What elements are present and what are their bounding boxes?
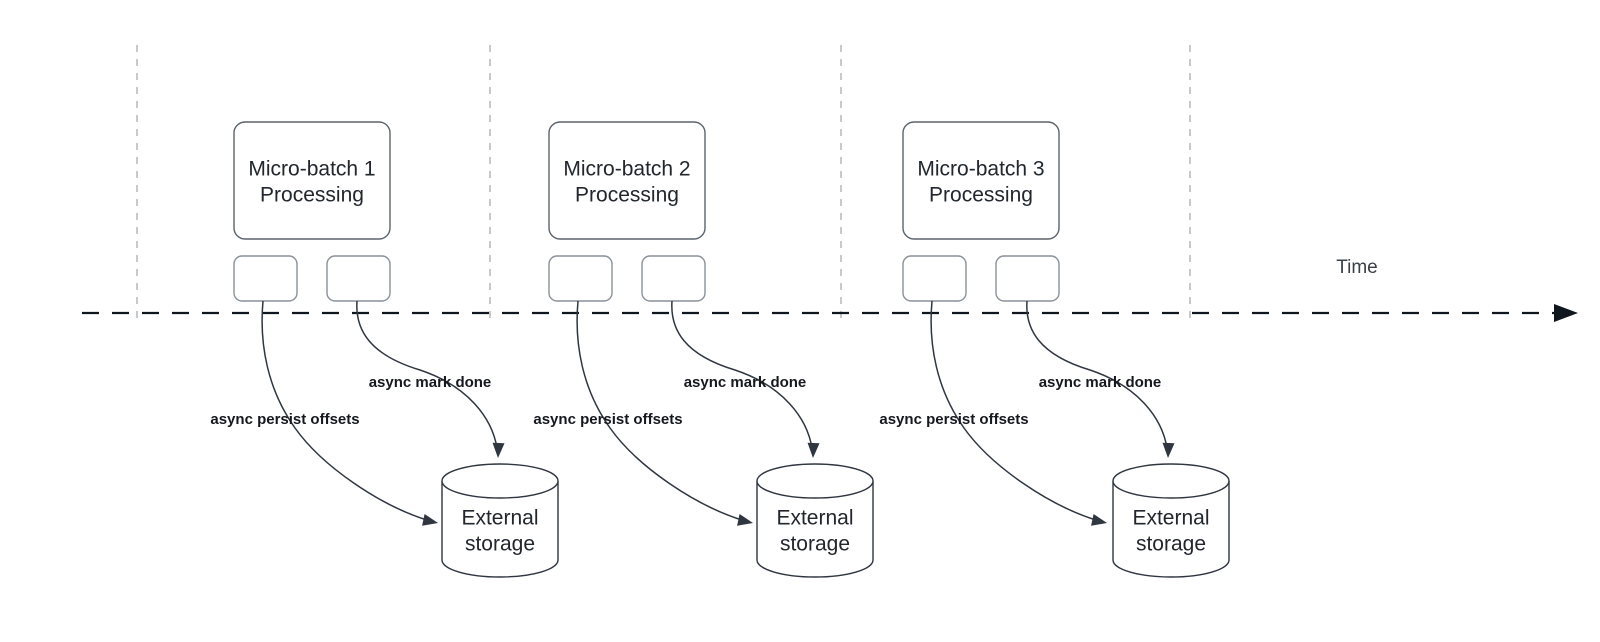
task-box-2-1[interactable] xyxy=(548,255,613,302)
storage-cylinder-body-1 xyxy=(441,481,559,578)
tick-line-group xyxy=(136,45,1191,322)
micro-batch-label-line1-2: Micro-batch 2 xyxy=(563,158,690,181)
storage-cylinder-body-3 xyxy=(1112,481,1230,578)
storage-label-line1-1: External xyxy=(461,507,538,530)
time-axis: Time xyxy=(82,257,1578,322)
task-box-2-2[interactable] xyxy=(641,255,706,302)
persist-offsets-2-arrowhead xyxy=(737,514,753,526)
storage-cylinder-body-2 xyxy=(756,481,874,578)
mark-done-3-arrowhead xyxy=(1162,442,1175,458)
task-box-1-2[interactable] xyxy=(326,255,391,302)
mark-done-1-label: async mark done xyxy=(369,374,492,391)
micro-batch-box-2[interactable] xyxy=(548,121,706,240)
persist-offsets-2-curve xyxy=(576,300,746,522)
persist-offsets-3-curve xyxy=(930,300,1100,522)
time-axis-arrowhead xyxy=(1554,304,1578,322)
persist-offsets-1-curve xyxy=(261,300,431,522)
mark-done-3-label: async mark done xyxy=(1039,374,1162,391)
storage-label-line2-3: storage xyxy=(1136,533,1206,556)
micro-batch-label-line2-3: Processing xyxy=(929,184,1033,207)
mark-done-3-curve xyxy=(1026,300,1168,449)
micro-batch-box-1[interactable] xyxy=(233,121,391,240)
micro-batch-label-line1-1: Micro-batch 1 xyxy=(248,158,375,181)
mark-done-2-label: async mark done xyxy=(684,374,807,391)
storage-cylinder-top-2 xyxy=(756,463,874,499)
persist-offsets-1-arrowhead xyxy=(422,514,438,526)
micro-batch-groups: Micro-batch 1 Processing async persist off… xyxy=(210,121,1230,578)
time-axis-label: Time xyxy=(1336,257,1378,278)
micro-batch-label-line2-2: Processing xyxy=(575,184,679,207)
storage-label-line1-2: External xyxy=(776,507,853,530)
mark-done-2-curve xyxy=(671,300,813,449)
mark-done-2-arrowhead xyxy=(807,442,820,458)
task-box-3-1[interactable] xyxy=(902,255,967,302)
storage-label-line2-2: storage xyxy=(780,533,850,556)
storage-label-line2-1: storage xyxy=(465,533,535,556)
mark-done-1-arrowhead xyxy=(492,442,505,458)
micro-batch-box-3[interactable] xyxy=(902,121,1060,240)
task-box-3-2[interactable] xyxy=(995,255,1060,302)
storage-cylinder-top-1 xyxy=(441,463,559,499)
micro-batch-label-line2-1: Processing xyxy=(260,184,364,207)
persist-offsets-3-label: async persist offsets xyxy=(879,411,1028,428)
persist-offsets-1-label: async persist offsets xyxy=(210,411,359,428)
task-box-1-1[interactable] xyxy=(233,255,298,302)
group-3: Micro-batch 3 Processing async persist off… xyxy=(879,121,1230,578)
group-2: Micro-batch 2 Processing async persist off… xyxy=(533,121,874,578)
storage-label-line1-3: External xyxy=(1132,507,1209,530)
micro-batch-label-line1-3: Micro-batch 3 xyxy=(917,158,1044,181)
group-1: Micro-batch 1 Processing async persist off… xyxy=(210,121,559,578)
persist-offsets-3-arrowhead xyxy=(1091,514,1107,526)
storage-cylinder-top-3 xyxy=(1112,463,1230,499)
persist-offsets-2-label: async persist offsets xyxy=(533,411,682,428)
mark-done-1-curve xyxy=(356,300,498,449)
